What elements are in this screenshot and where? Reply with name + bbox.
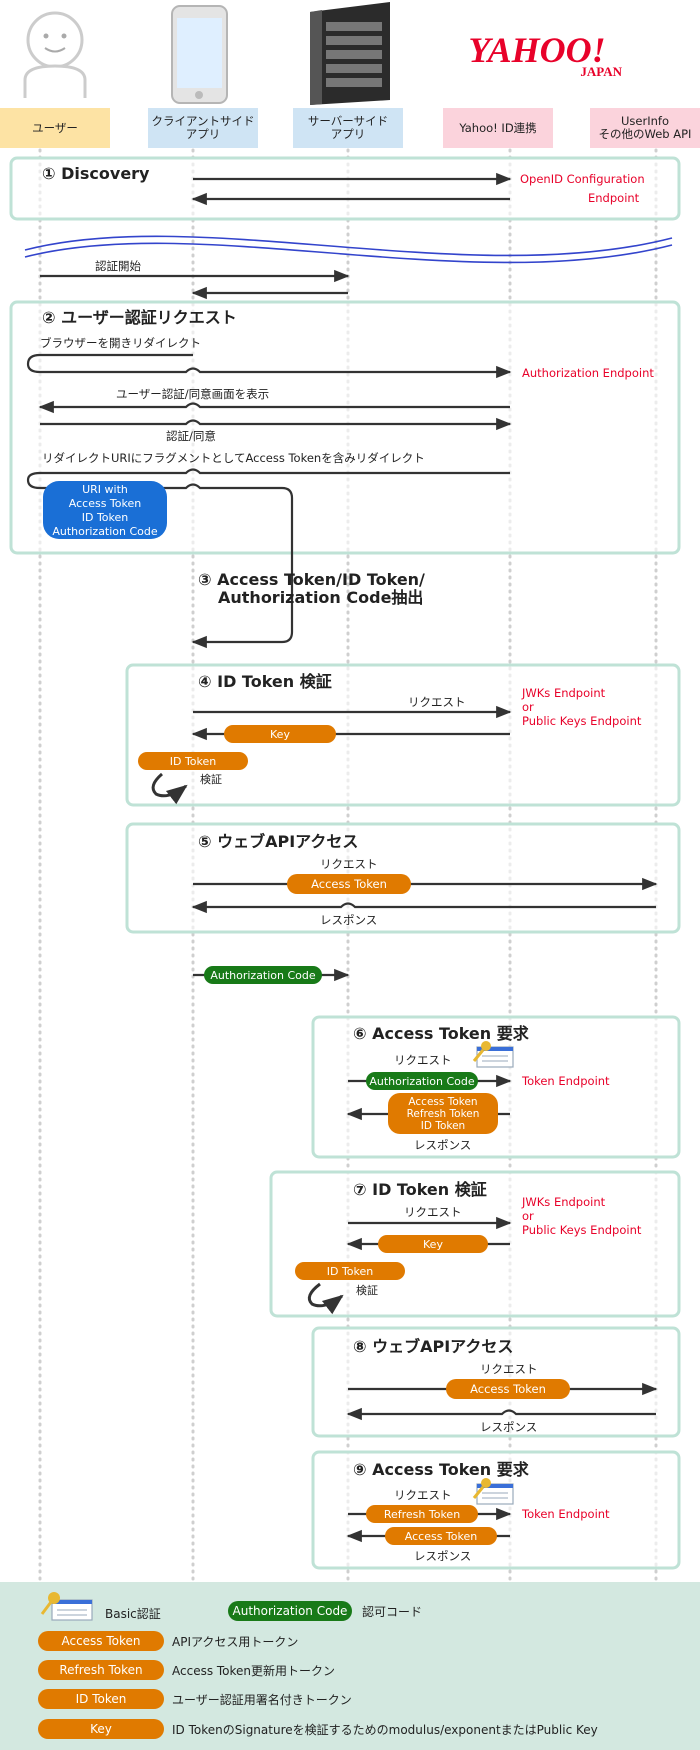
- step6-tokens-pill: [388, 1093, 498, 1134]
- step8-response: レスポンス: [480, 1420, 537, 1434]
- step9-response: レスポンス: [414, 1549, 471, 1563]
- step1-endpoint-l2: Endpoint: [588, 191, 640, 205]
- step9-access-pill: [385, 1527, 497, 1545]
- step6-title: ⑥ Access Token 要求: [353, 1024, 530, 1043]
- step4-endpoint-l1: JWKs Endpoint: [521, 686, 606, 700]
- step2-redirect-label: ブラウザーを開きリダイレクト: [40, 336, 201, 350]
- user-avatar-icon: [23, 11, 87, 98]
- legend-id-token-desc: ユーザー認証用署名付きトークン: [172, 1692, 352, 1707]
- step6-response: レスポンス: [414, 1138, 471, 1152]
- step7-key-pill: [378, 1235, 488, 1253]
- step9-key-card-icon: [472, 1478, 514, 1505]
- step6-token-1: Access Token: [408, 1096, 477, 1108]
- auth-code-label: Authorization Code: [210, 969, 316, 982]
- step6-code-label: Authorization Code: [369, 1075, 475, 1088]
- step7-endpoint-l1: JWKs Endpoint: [521, 1195, 606, 1209]
- step2-consent: 認証/同意: [166, 429, 216, 443]
- step2-fragment-redirect: リダイレクトURIにフラグメントとしてAccess Tokenを含みリダイレクト: [42, 451, 425, 465]
- step7-request: リクエスト: [404, 1205, 462, 1219]
- step4-request: リクエスト: [408, 695, 466, 709]
- step6-token-2: Refresh Token: [407, 1108, 480, 1120]
- legend-key-desc: ID TokenのSignatureを検証するためのmodulus/expone…: [172, 1722, 598, 1737]
- step4-loop-icon: [151, 772, 188, 805]
- auth-code-pill: [204, 966, 322, 984]
- step7-idtoken-pill: [295, 1262, 405, 1280]
- step9-refresh-label: Refresh Token: [384, 1508, 460, 1521]
- step7-endpoint-l2: or: [522, 1209, 534, 1223]
- step6-token-3: ID Token: [421, 1120, 465, 1132]
- step8-title: ⑧ ウェブAPIアクセス: [353, 1337, 513, 1356]
- step5-response: レスポンス: [320, 913, 377, 927]
- step4-key-pill: [224, 725, 336, 743]
- step3-title-l2: Authorization Code抽出: [218, 588, 423, 607]
- step2-endpoint: Authorization Endpoint: [522, 366, 654, 380]
- step6-code-pill: [366, 1072, 478, 1090]
- step5-token-pill: [287, 874, 411, 894]
- legend: Basic認証 Authorization Code 認可コード Access …: [0, 1582, 700, 1750]
- step4-idtoken-label: ID Token: [170, 755, 217, 768]
- step7-endpoint-l3: Public Keys Endpoint: [522, 1223, 642, 1237]
- step4-endpoint-l2: or: [522, 700, 534, 714]
- step1-title: ① Discovery: [42, 164, 150, 183]
- logo-text: YAHOO!: [468, 30, 605, 70]
- legend-basic-label: Basic認証: [105, 1606, 161, 1621]
- step5-token-label: Access Token: [311, 877, 387, 891]
- step6-endpoint: Token Endpoint: [521, 1074, 610, 1088]
- legend-access-token-desc: APIアクセス用トークン: [172, 1634, 299, 1649]
- legend-id-token-pill: ID Token: [38, 1689, 164, 1709]
- step6-key-card-icon: [472, 1041, 514, 1068]
- yahoo-japan-logo: YAHOO! JAPAN: [468, 30, 622, 79]
- step7-verify: 検証: [356, 1283, 378, 1297]
- step2-show-screen: ユーザー認証/同意画面を表示: [116, 387, 269, 401]
- step1-endpoint-l1: OpenID Configuration: [520, 172, 645, 186]
- step5-request: リクエスト: [320, 857, 378, 871]
- token-bubble: URI with Access Token ID Token Authoriza…: [43, 481, 167, 539]
- lane-header-server-app: サーバーサイド アプリ: [293, 108, 403, 148]
- legend-key-pill: Key: [38, 1719, 164, 1739]
- step3-title-l1: ③ Access Token/ID Token/: [198, 570, 425, 589]
- step9-access-label: Access Token: [405, 1530, 477, 1543]
- step2-title: ② ユーザー認証リクエスト: [42, 308, 237, 327]
- server-icon: [310, 2, 390, 105]
- lane-header-yahoo-id: Yahoo! ID連携: [443, 108, 553, 148]
- logo-subtext: JAPAN: [580, 64, 622, 79]
- step9-refresh-pill: [366, 1505, 478, 1523]
- legend-auth-code-desc: 認可コード: [362, 1604, 423, 1619]
- wavy-divider: [24, 235, 673, 264]
- step4-key-label: Key: [270, 728, 290, 741]
- smartphone-icon: [171, 5, 228, 104]
- step8-request: リクエスト: [480, 1362, 538, 1376]
- legend-refresh-token-pill: Refresh Token: [38, 1660, 164, 1680]
- step9-title: ⑨ Access Token 要求: [353, 1460, 530, 1479]
- step7-key-label: Key: [423, 1238, 443, 1251]
- key-card-icon: [40, 1592, 93, 1621]
- bubble-line-2: Access Token: [69, 497, 141, 510]
- legend-auth-code-pill: Authorization Code: [228, 1601, 352, 1621]
- step6-request: リクエスト: [394, 1053, 452, 1067]
- step8-token-label: Access Token: [470, 1382, 546, 1396]
- bubble-line-4: Authorization Code: [52, 525, 158, 538]
- lane-header-user: ユーザー: [0, 108, 110, 148]
- sequence-diagram: YAHOO! JAPAN: [9, 2, 681, 1582]
- bubble-line-1: URI with: [82, 483, 128, 496]
- step7-idtoken-label: ID Token: [327, 1265, 374, 1278]
- bubble-line-3: ID Token: [82, 511, 129, 524]
- step9-endpoint: Token Endpoint: [521, 1507, 610, 1521]
- step9-request: リクエスト: [394, 1488, 452, 1502]
- step4-idtoken-pill: [138, 752, 248, 770]
- step7-title: ⑦ ID Token 検証: [353, 1180, 487, 1199]
- lane-header-client-app: クライアントサイド アプリ: [148, 108, 258, 148]
- lane-header-userinfo-api: UserInfo その他のWeb API: [590, 108, 700, 148]
- step4-endpoint-l3: Public Keys Endpoint: [522, 714, 642, 728]
- step4-title: ④ ID Token 検証: [198, 672, 332, 691]
- step8-token-pill: [446, 1379, 570, 1399]
- step7-loop-icon: [307, 1282, 344, 1315]
- legend-access-token-pill: Access Token: [38, 1631, 164, 1651]
- auth-start-label: 認証開始: [95, 259, 141, 273]
- legend-refresh-token-desc: Access Token更新用トークン: [172, 1663, 336, 1678]
- step5-title: ⑤ ウェブAPIアクセス: [198, 832, 358, 851]
- step4-verify: 検証: [200, 772, 222, 786]
